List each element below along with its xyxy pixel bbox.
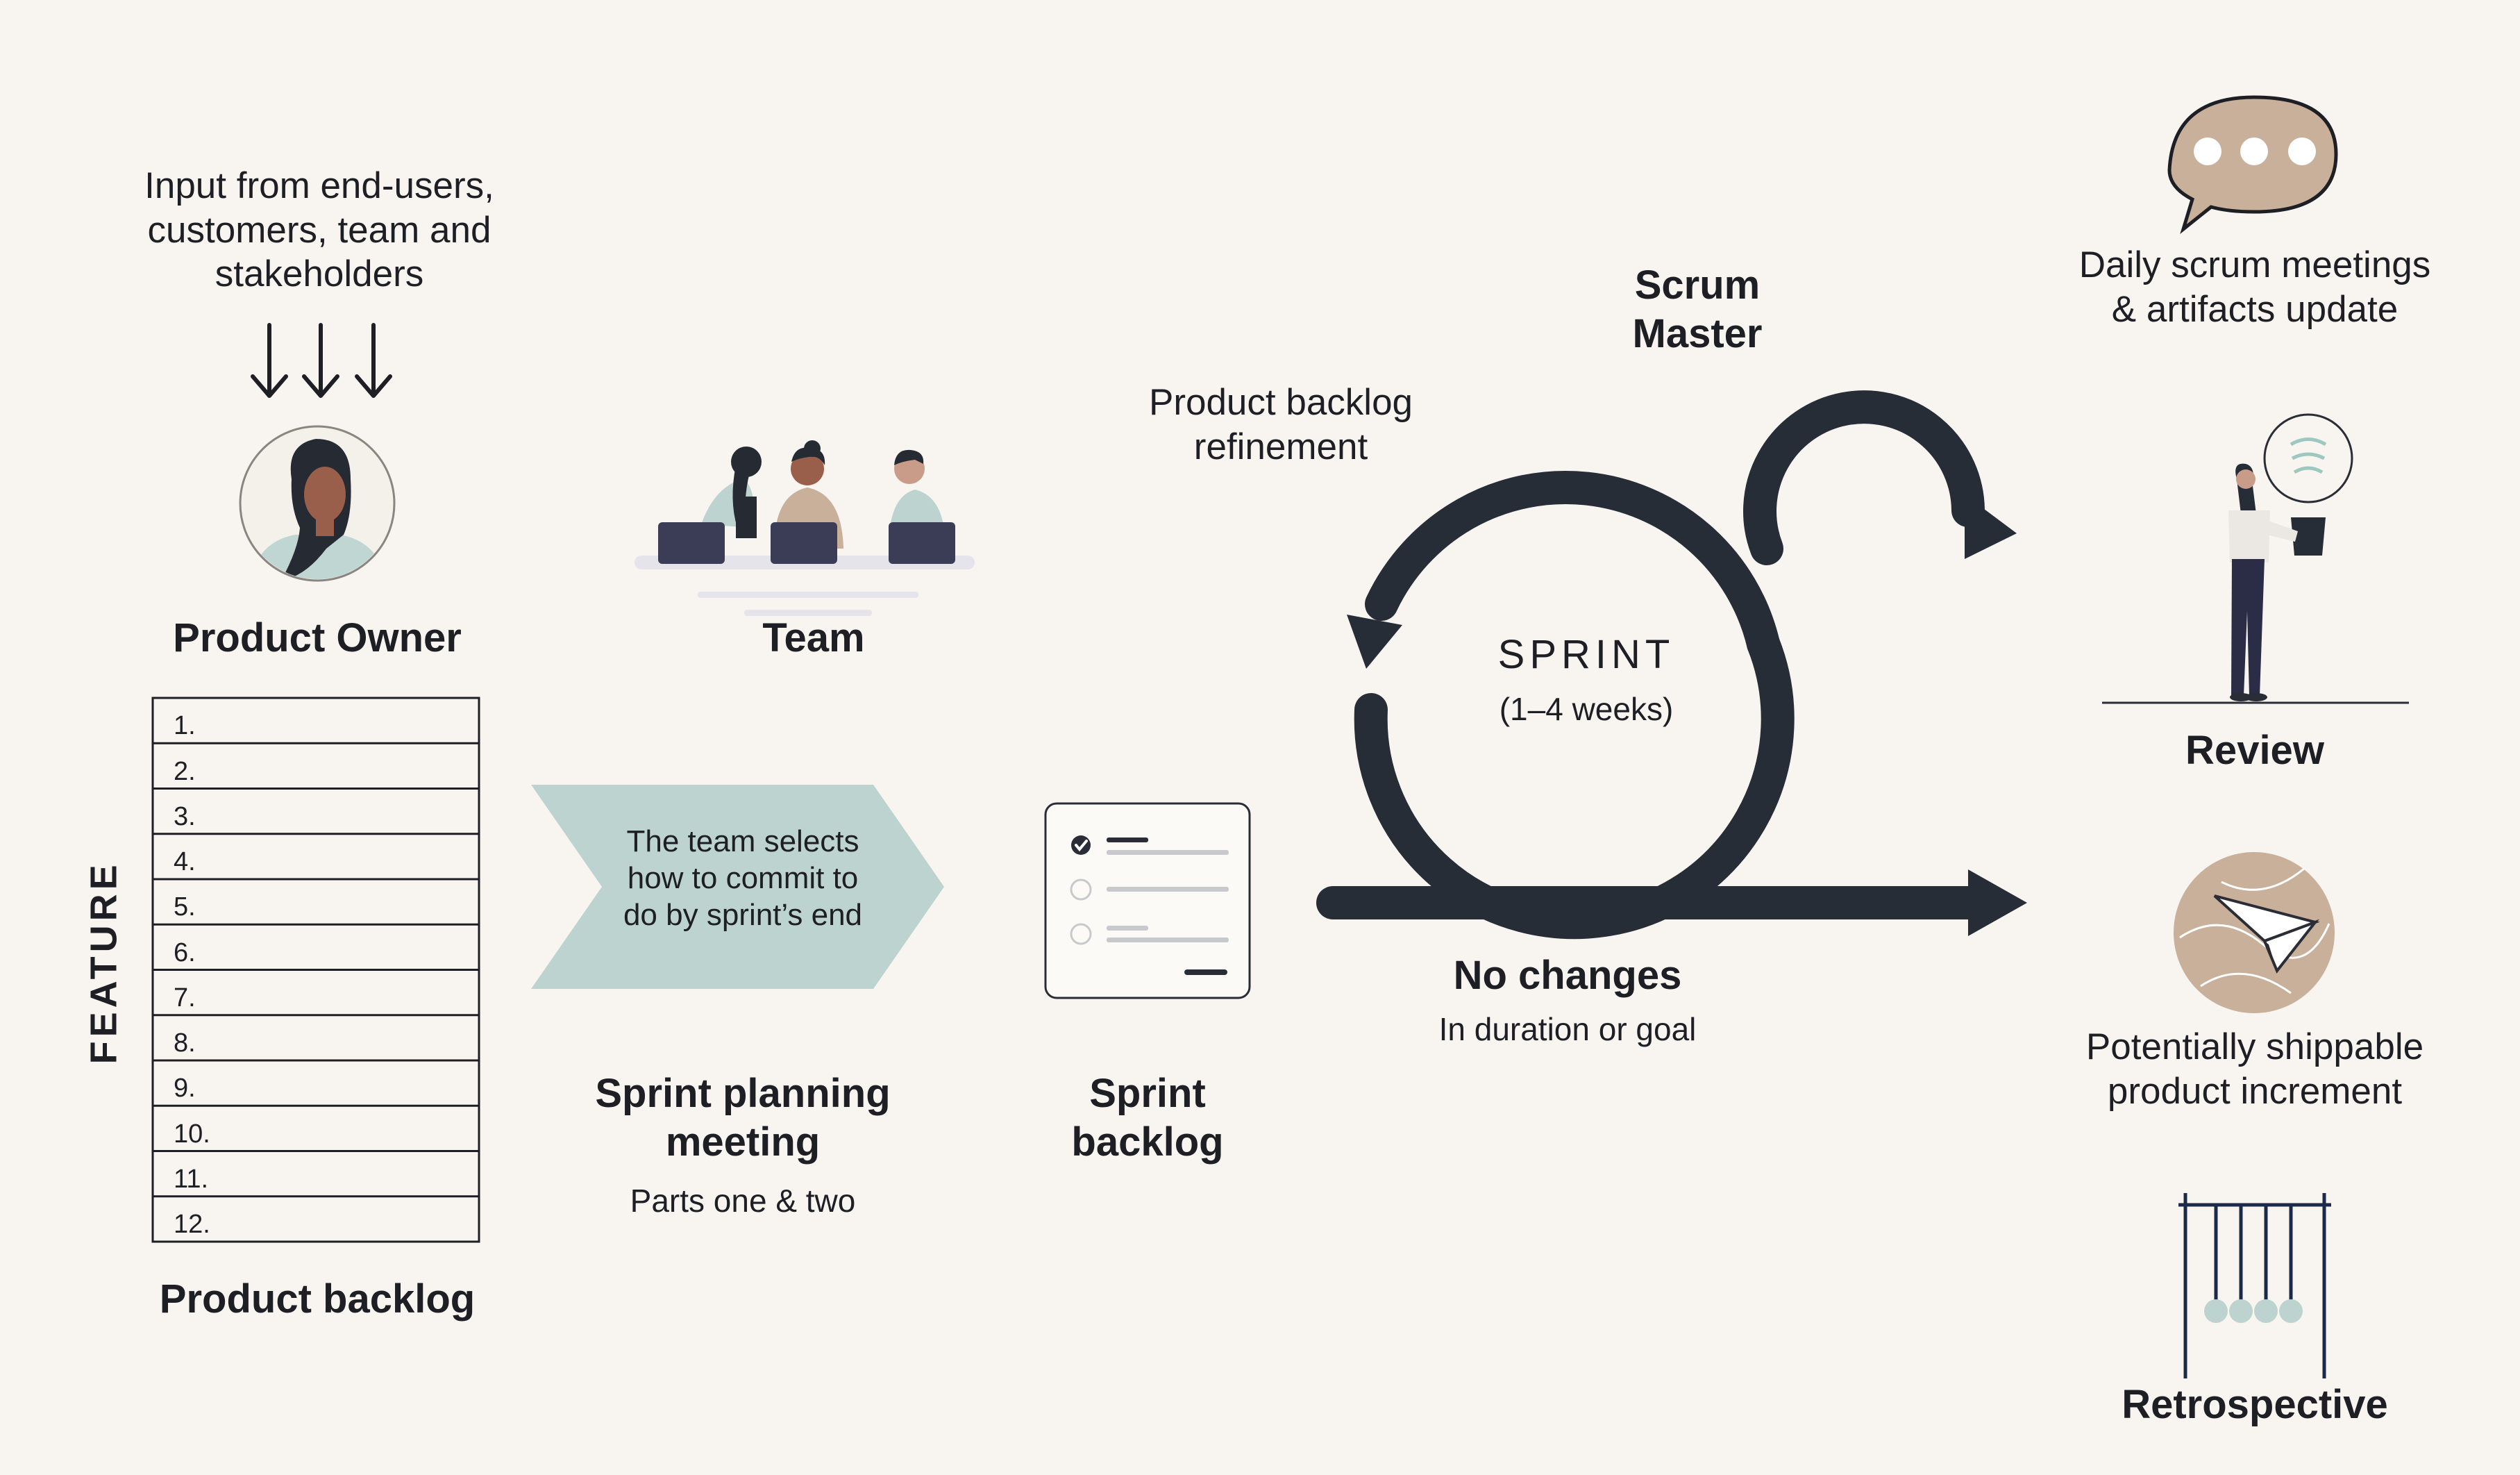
sprint-planning-subtitle: Parts one & two — [630, 1183, 856, 1219]
sprint-planning-title: Sprint planning meeting — [535, 1069, 951, 1166]
review-lightbulb-person-icon — [2102, 413, 2409, 704]
backlog-row-number: 1. — [174, 711, 196, 741]
product-owner-label: Product Owner — [173, 615, 462, 660]
backlog-row-number: 7. — [174, 983, 196, 1012]
feature-axis-label: FEATURE — [83, 860, 125, 1065]
input-sources-text: Input from end-users, customers, team an… — [83, 164, 555, 297]
backlog-row-number: 3. — [174, 801, 196, 831]
sprint-backlog-line-1: Sprint — [1089, 1071, 1206, 1116]
no-changes-subtitle: In duration or goal — [1438, 1011, 1697, 1047]
chevron-text: The team selects how to commit to do by … — [583, 824, 902, 933]
increment-line-2: product increment — [2107, 1070, 2403, 1112]
sprint-planning-title-line-2: meeting — [665, 1119, 821, 1165]
backlog-row-number: 12. — [174, 1210, 210, 1239]
backlog-row-number: 5. — [174, 892, 196, 922]
scrum-master-line-1: Scrum — [1634, 262, 1761, 308]
backlog-row-number: 4. — [174, 847, 196, 876]
sprint-backlog-label: Sprint backlog — [1009, 1069, 1286, 1166]
scrum-master-line-2: Master — [1632, 310, 1763, 356]
speech-bubble-icon — [2167, 95, 2338, 234]
daily-scrum-label: Daily scrum meetings & artifacts update — [2012, 243, 2498, 331]
sprint-duration: (1–4 weeks) — [1499, 691, 1674, 727]
refinement-line-1: Product backlog — [1148, 382, 1413, 423]
retrospective-label: Retrospective — [2122, 1382, 2388, 1427]
daily-scrum-line-2: & artifacts update — [2111, 288, 2399, 330]
backlog-row-number: 2. — [174, 756, 196, 786]
review-label: Review — [2185, 728, 2324, 773]
backlog-row-number: 8. — [174, 1028, 196, 1058]
chevron-line-1: The team selects — [626, 824, 859, 858]
refinement-label: Product backlog refinement — [1073, 381, 1489, 469]
sprint-backlog-line-2: backlog — [1071, 1119, 1224, 1165]
backlog-row-number: 10. — [174, 1119, 210, 1149]
newtons-cradle-icon — [2178, 1193, 2331, 1378]
chevron-line-3: do by sprint’s end — [623, 897, 863, 932]
input-line-3: stakeholders — [215, 253, 424, 295]
sprint-cycle-arrowheads — [1347, 494, 2027, 936]
input-line-1: Input from end-users, — [144, 165, 494, 206]
team-label: Team — [762, 615, 865, 660]
backlog-row-number: 11. — [174, 1164, 209, 1194]
product-owner-avatar-icon — [239, 425, 396, 582]
paper-plane-icon — [2174, 852, 2335, 1013]
refinement-line-2: refinement — [1193, 426, 1368, 467]
sprint-planning-chevron — [531, 785, 944, 989]
daily-scrum-line-1: Daily scrum meetings — [2078, 244, 2431, 285]
input-arrows-icon — [251, 323, 392, 398]
team-illustration-icon — [635, 440, 975, 616]
product-backlog-label: Product backlog — [159, 1276, 476, 1322]
input-line-2: customers, team and — [147, 209, 492, 251]
backlog-row-dividers — [153, 742, 479, 1198]
backlog-row-number: 6. — [174, 938, 196, 967]
sprint-backlog-card-icon — [1044, 802, 1251, 999]
increment-line-1: Potentially shippable — [2085, 1026, 2424, 1067]
no-changes-title: No changes — [1453, 953, 1682, 998]
sprint-cycle-arrows — [1316, 390, 2002, 940]
increment-label: Potentially shippable product increment — [2012, 1025, 2498, 1113]
sprint-title: SPRINT — [1497, 632, 1675, 677]
scrum-master-label: Scrum Master — [1559, 261, 1836, 358]
backlog-row-number: 9. — [174, 1074, 196, 1103]
sprint-planning-title-line-1: Sprint planning — [595, 1071, 891, 1116]
chevron-line-2: how to commit to — [627, 860, 859, 895]
